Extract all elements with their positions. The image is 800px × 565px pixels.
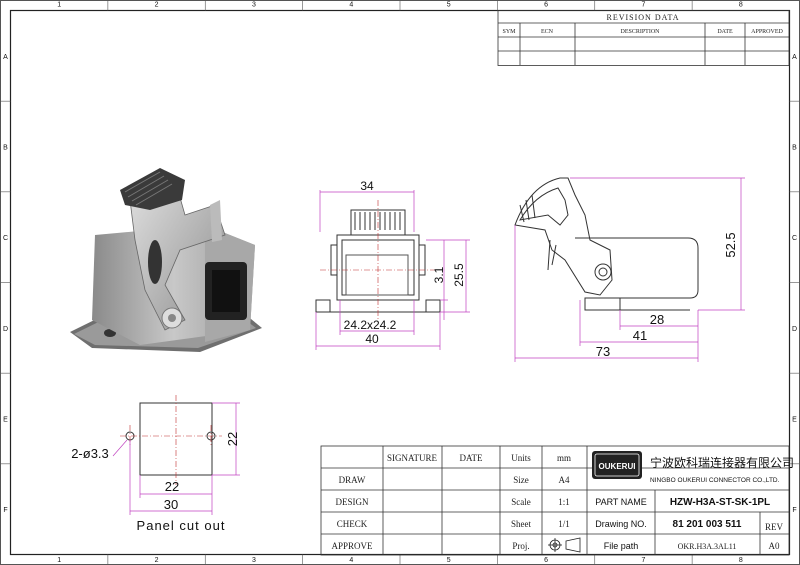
row-letter-E-left: E <box>3 417 8 424</box>
dim-front-height: 25.5 <box>452 263 466 287</box>
front-view-centerlines <box>320 200 436 320</box>
drawing-no-value: 81 201 003 511 <box>673 519 742 530</box>
row-letter-C-left: C <box>3 235 8 242</box>
panel-cutout-centerlines <box>120 395 222 485</box>
row-letter-C-right: C <box>792 235 797 242</box>
part-name-value: HZW-H3A-ST-SK-1PL <box>670 497 770 508</box>
header-date: DATE <box>460 453 483 463</box>
column-number-7-bottom: 7 <box>641 557 645 564</box>
side-view <box>514 177 699 311</box>
column-number-2-top: 2 <box>155 2 159 9</box>
row-draw: DRAW <box>339 475 366 485</box>
dim-side-b: 41 <box>633 328 647 343</box>
column-number-4-bottom: 4 <box>349 557 353 564</box>
dim-front-depth: 3.1 <box>432 266 446 283</box>
rev-label: REV <box>765 522 784 532</box>
dim-panel-holes: 2-ø3.3 <box>71 446 109 461</box>
row-check: CHECK <box>337 519 368 529</box>
column-number-1-bottom: 1 <box>57 557 61 564</box>
title-block <box>320 445 790 556</box>
dim-panel-total: 30 <box>164 497 178 512</box>
file-path-label: File path <box>604 541 639 551</box>
column-number-3-top: 3 <box>252 2 256 9</box>
dim-side-c: 73 <box>596 344 610 359</box>
row-letter-D-left: D <box>3 326 8 333</box>
dim-panel-height: 22 <box>225 432 240 446</box>
scale-label: Scale <box>511 497 531 507</box>
column-number-5-bottom: 5 <box>447 557 451 564</box>
revision-table <box>497 10 790 66</box>
row-approve: APPROVE <box>331 541 373 551</box>
column-number-7-top: 7 <box>641 2 645 9</box>
rev-header-date: DATE <box>717 29 733 35</box>
panel-cutout-dimensions <box>112 402 240 515</box>
header-units: Units <box>511 453 531 463</box>
dim-front-width: 34 <box>360 179 374 193</box>
row-letter-B-right: B <box>792 145 797 152</box>
front-view-dimensions <box>315 190 470 350</box>
sheet-value: 1/1 <box>558 519 570 529</box>
column-number-5-top: 5 <box>447 2 451 9</box>
row-letter-F-left: F <box>3 507 7 514</box>
dim-front-base: 40 <box>365 332 379 346</box>
rev-header-ecn: ECN <box>541 29 554 35</box>
dim-panel-width: 22 <box>165 479 179 494</box>
size-value: A4 <box>559 475 570 485</box>
column-number-2-bottom: 2 <box>155 557 159 564</box>
row-letter-F-right: F <box>792 507 796 514</box>
side-view-dimensions <box>514 177 745 362</box>
row-letter-E-right: E <box>792 417 797 424</box>
sheet-label: Sheet <box>511 519 531 529</box>
company-name-cn: 宁波欧科瑞连接器有限公司 <box>650 455 794 470</box>
dim-front-opening: 24.2x24.2 <box>344 318 397 332</box>
header-signature: SIGNATURE <box>387 453 438 463</box>
dim-side-height: 52.5 <box>723 232 738 257</box>
projection-symbol-icon <box>548 537 581 553</box>
logo-text: OUKERUI <box>599 462 636 471</box>
rev-header-sym: SYM <box>502 29 516 35</box>
column-number-1-top: 1 <box>57 2 61 9</box>
product-photo <box>70 168 262 352</box>
rev-value: A0 <box>769 541 780 551</box>
units-value: mm <box>557 453 571 463</box>
size-label: Size <box>513 475 529 485</box>
row-letters: A A B B C C D D E E F F <box>0 54 800 514</box>
proj-label: Proj. <box>512 541 529 551</box>
row-design: DESIGN <box>336 497 369 507</box>
company-name-en: NINGBO OUKERUI CONNECTOR CO.,LTD. <box>650 477 780 484</box>
column-number-6-bottom: 6 <box>544 557 548 564</box>
dim-side-a: 28 <box>650 312 664 327</box>
panel-cutout-caption: Panel cut out <box>137 518 226 533</box>
column-number-3-bottom: 3 <box>252 557 256 564</box>
column-number-8-bottom: 8 <box>739 557 743 564</box>
drawing-no-label: Drawing NO. <box>595 519 647 529</box>
column-number-4-top: 4 <box>349 2 353 9</box>
column-number-6-top: 6 <box>544 2 548 9</box>
row-letter-A-right: A <box>792 54 797 61</box>
row-letter-A-left: A <box>3 54 8 61</box>
company-logo <box>592 451 642 479</box>
file-path-value: OKR.H3A.3AL11 <box>678 542 737 551</box>
revision-title: REVISION DATA <box>606 13 679 22</box>
rev-header-description: DESCRIPTION <box>620 29 660 35</box>
panel-cutout <box>125 402 216 476</box>
part-name-label: PART NAME <box>595 497 647 507</box>
row-letter-B-left: B <box>3 145 8 152</box>
column-number-8-top: 8 <box>739 2 743 9</box>
rev-header-approved: APPROVED <box>751 29 783 35</box>
scale-value: 1:1 <box>558 497 570 507</box>
row-letter-D-right: D <box>792 326 797 333</box>
